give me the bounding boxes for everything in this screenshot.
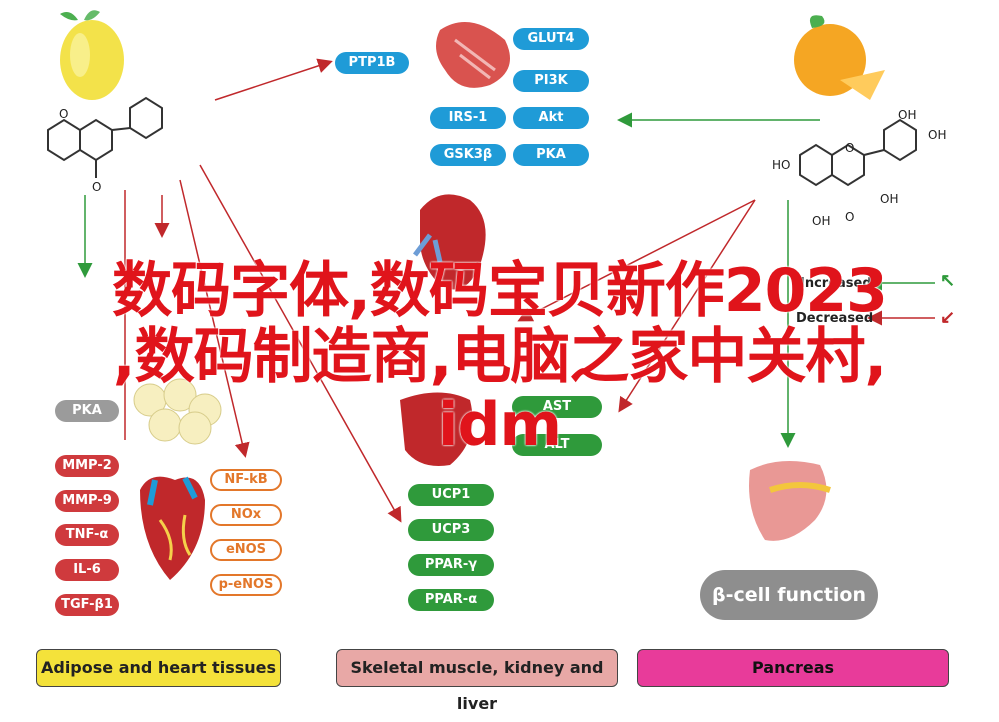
orange-fruit-icon	[794, 15, 885, 100]
pill-pka-top: PKA	[513, 144, 589, 166]
pill-pka-left: PKA	[55, 400, 119, 422]
pill-peno: p-eNOS	[210, 574, 282, 596]
legend-down-arrow-icon: ↙	[940, 307, 956, 327]
legend-increased: Increased	[800, 276, 872, 291]
chem-label-oh4: OH	[812, 214, 831, 228]
pill-il6: IL-6	[55, 559, 119, 581]
chem-label-o2: O	[92, 180, 102, 194]
pill-glut4: GLUT4	[513, 28, 589, 50]
heart-icon	[140, 476, 205, 580]
footer-skeletal: Skeletal muscle, kidney and liver	[336, 649, 618, 713]
pill-pi3k: PI3K	[513, 70, 589, 92]
overlay-line1: 数码字体,数码宝贝新作2023	[112, 256, 888, 326]
arrows-green	[77, 112, 935, 448]
footer-adipose: Adipose and heart tissues	[36, 649, 281, 687]
chem-label-oh2: OH	[928, 128, 947, 142]
beta-cell-function: β-cell function	[700, 570, 878, 620]
chem-label-oh3: OH	[880, 192, 899, 206]
footer-pancreas: Pancreas	[637, 649, 949, 687]
pill-ast: AST	[512, 396, 602, 418]
chem-label-o1: O	[59, 107, 69, 121]
pill-ucp1: UCP1	[408, 484, 494, 506]
pill-ptp1b: PTP1B	[335, 52, 409, 74]
overlay-line3: idm	[437, 390, 562, 460]
chem-label-ho1: HO	[772, 158, 791, 172]
pill-ucp3: UCP3	[408, 519, 494, 541]
pill-akt: Akt	[513, 107, 589, 129]
chem-label-oh1: OH	[898, 108, 917, 122]
pancreas-icon	[749, 461, 831, 541]
muscle-icon	[436, 22, 510, 88]
pill-irs1: IRS-1	[430, 107, 506, 129]
pill-nox: NOx	[210, 504, 282, 526]
arrows-red	[124, 58, 756, 523]
pill-ppar-g: PPAR-γ	[408, 554, 494, 576]
chem-label-o3: O	[845, 141, 855, 155]
overlay-line2: ,数码制造商,电脑之家中关村,	[112, 322, 887, 392]
flavonol-structure	[799, 118, 917, 187]
pill-enos: eNOS	[210, 539, 282, 561]
flavone-structure	[47, 96, 163, 178]
pill-tnfa: TNF-α	[55, 524, 119, 546]
pill-gsk3b: GSK3β	[430, 144, 506, 166]
pill-nfkb: NF-kB	[210, 469, 282, 491]
liver-icon	[400, 392, 473, 466]
pill-mmp9: MMP-9	[55, 490, 119, 512]
pill-alt: ALT	[512, 434, 602, 456]
pill-tgfb1: TGF-β1	[55, 594, 119, 616]
diagram-canvas	[47, 10, 935, 580]
lemon-icon	[60, 10, 124, 100]
legend-decreased: Decreased	[796, 311, 874, 326]
pill-mmp2: MMP-2	[55, 455, 119, 477]
adipose-cells-icon	[133, 378, 222, 445]
pill-ppar-a: PPAR-α	[408, 589, 494, 611]
legend-up-arrow-icon: ↖	[940, 270, 956, 290]
chem-label-o4: O	[845, 210, 855, 224]
kidney-icon	[413, 194, 486, 290]
